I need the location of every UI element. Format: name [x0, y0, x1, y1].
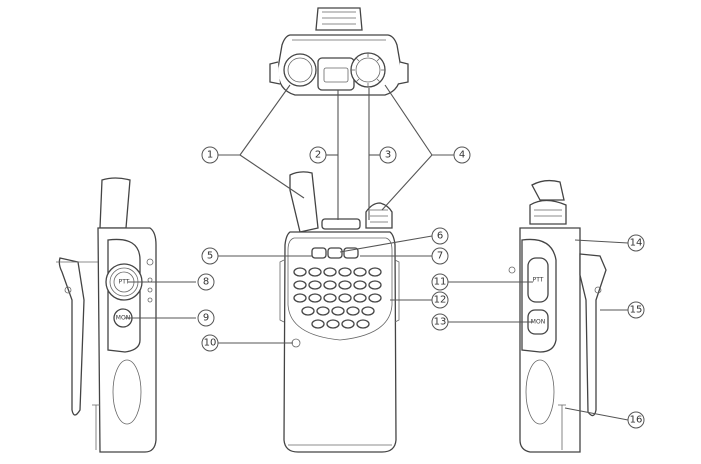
keypad-key: [294, 268, 306, 276]
callout-number: 5: [207, 251, 213, 262]
keypad-key: [309, 281, 321, 289]
keypad-key: [324, 281, 336, 289]
callout-number: 6: [437, 231, 443, 242]
keypad-key: [327, 320, 339, 328]
callout-number: 3: [385, 150, 391, 161]
callout-number: 8: [203, 277, 209, 288]
front-view: [280, 172, 399, 452]
keypad-key: [342, 320, 354, 328]
callout-11: 11: [432, 274, 448, 290]
callout-number: 13: [434, 317, 447, 328]
callout-5: 5: [202, 248, 218, 264]
top-view: [270, 8, 408, 95]
keypad-key: [339, 294, 351, 302]
keypad-key: [312, 320, 324, 328]
keypad-key: [354, 268, 366, 276]
callout-8: 8: [198, 274, 214, 290]
callout-7: 7: [432, 248, 448, 264]
keypad-key: [354, 281, 366, 289]
keypad-key: [309, 268, 321, 276]
callout-2: 2: [310, 147, 326, 163]
keypad-key: [369, 281, 381, 289]
callout-number: 9: [203, 313, 209, 324]
callout-number: 15: [630, 305, 643, 316]
keypad-key: [317, 307, 329, 315]
callout-16: 16: [628, 412, 644, 428]
keypad-key: [324, 294, 336, 302]
right-ptt-label: PTT: [533, 277, 544, 284]
keypad-key: [369, 294, 381, 302]
callout-15: 15: [628, 302, 644, 318]
callout-12: 12: [432, 292, 448, 308]
left-side-view: PTT MON: [56, 178, 156, 452]
keypad-key: [357, 320, 369, 328]
callout-number: 10: [204, 338, 217, 349]
callout-9: 9: [198, 310, 214, 326]
callout-3: 3: [380, 147, 396, 163]
callout-number: 1: [207, 150, 213, 161]
callout-number: 11: [434, 277, 447, 288]
keypad-key: [347, 307, 359, 315]
callout-number: 2: [315, 150, 321, 161]
keypad-key: [309, 294, 321, 302]
keypad-key: [339, 268, 351, 276]
callout-10: 10: [202, 335, 218, 351]
callout-4: 4: [454, 147, 470, 163]
callout-number: 14: [630, 238, 643, 249]
right-side-view: PTT MON: [509, 181, 606, 452]
keypad-key: [339, 281, 351, 289]
keypad-key: [324, 268, 336, 276]
keypad-key: [302, 307, 314, 315]
keypad-key: [369, 268, 381, 276]
callout-14: 14: [628, 235, 644, 251]
keypad-key: [294, 294, 306, 302]
callout-13: 13: [432, 314, 448, 330]
callout-number: 7: [437, 251, 443, 262]
callout-1: 1: [202, 147, 218, 163]
callout-number: 4: [459, 150, 465, 161]
keypad-key: [362, 307, 374, 315]
callout-6: 6: [432, 228, 448, 244]
keypad-key: [354, 294, 366, 302]
keypad-key: [332, 307, 344, 315]
callout-number: 12: [434, 295, 447, 306]
callout-number: 16: [630, 415, 643, 426]
keypad-key: [294, 281, 306, 289]
